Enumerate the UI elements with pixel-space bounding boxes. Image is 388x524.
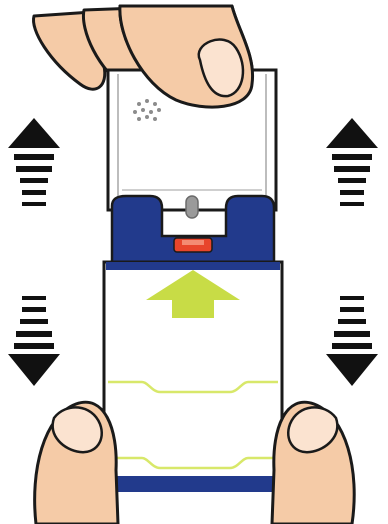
vent-holes-icon: [133, 99, 161, 121]
dose-counter-window: [185, 195, 199, 219]
arrow-down-icon-right: [326, 296, 378, 386]
arrow-up-icon-right: [326, 118, 378, 206]
arrow-up-icon-center: [146, 270, 240, 318]
arrow-down-icon-left: [8, 296, 60, 386]
top-hand-front: [118, 4, 255, 109]
mouthpiece-collar: [110, 194, 276, 264]
arrow-up-icon-left: [8, 118, 60, 206]
bottom-left-thumb: [33, 400, 120, 524]
bottom-right-thumb: [270, 400, 356, 524]
